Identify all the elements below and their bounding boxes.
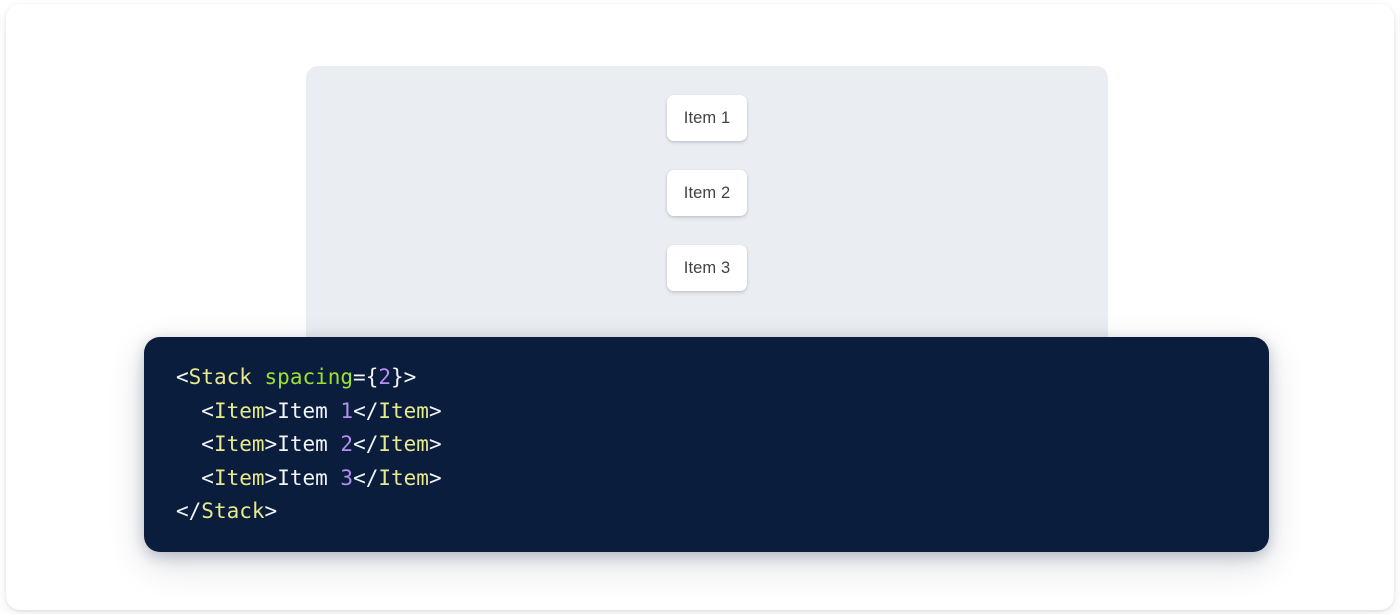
code-token-punct: }> <box>391 365 417 389</box>
code-token-punct: > <box>264 398 278 423</box>
code-token-tag: Item <box>378 398 429 423</box>
code-token-text: Item <box>277 432 341 457</box>
code-token-text <box>252 365 265 389</box>
stack-item[interactable]: Item 2 <box>667 170 747 216</box>
code-token-punct: </ <box>353 398 379 423</box>
code-token-tag: Item <box>213 398 265 423</box>
code-token-punct: < <box>201 432 214 457</box>
code-token-punct: > <box>428 398 442 423</box>
code-token-tag: Item <box>213 432 265 457</box>
code-token-tag: Item <box>378 465 429 490</box>
code-token-num: 3 <box>340 465 354 490</box>
code-snippet-panel: <Stack spacing={2}> <Item>Item 1</Item> … <box>144 337 1269 552</box>
page-card: Item 1 Item 2 Item 3 <Stack spacing={2}>… <box>6 4 1394 610</box>
code-line: <Item>Item 1</Item> <box>176 395 1269 429</box>
code-token-punct: > <box>428 465 442 490</box>
code-token-punct: < <box>201 465 214 490</box>
code-token-punct: > <box>264 465 278 490</box>
code-token-punct: > <box>264 432 278 457</box>
code-token-attr: spacing <box>264 365 354 389</box>
code-token-num: 2 <box>340 432 354 457</box>
code-token-punct: ={ <box>353 365 379 389</box>
code-token-punct: > <box>264 499 278 524</box>
stack-item[interactable]: Item 1 <box>667 95 747 141</box>
code-token-punct: < <box>176 365 189 389</box>
code-line: <Stack spacing={2}> <box>176 361 1269 395</box>
stack-item[interactable]: Item 3 <box>667 245 747 291</box>
code-line: <Item>Item 2</Item> <box>176 428 1269 462</box>
code-token-text: Item <box>277 465 341 490</box>
code-token-punct: < <box>201 398 214 423</box>
code-token-punct: </ <box>353 432 379 457</box>
code-token-num: 1 <box>340 398 354 423</box>
code-token-tag: Item <box>213 465 265 490</box>
stack-container: Item 1 Item 2 Item 3 <box>667 95 747 291</box>
code-token-num: 2 <box>378 365 391 389</box>
code-line: <Item>Item 3</Item> <box>176 462 1269 496</box>
code-token-punct: </ <box>176 499 202 524</box>
stack-preview-panel: Item 1 Item 2 Item 3 <box>306 66 1108 366</box>
code-token-punct: </ <box>353 465 379 490</box>
code-token-tag: Item <box>378 432 429 457</box>
code-token-punct: > <box>428 432 442 457</box>
code-line: </Stack> <box>176 495 1269 529</box>
code-token-tag: Stack <box>188 365 252 389</box>
code-token-text: Item <box>277 398 341 423</box>
code-token-tag: Stack <box>201 499 265 524</box>
